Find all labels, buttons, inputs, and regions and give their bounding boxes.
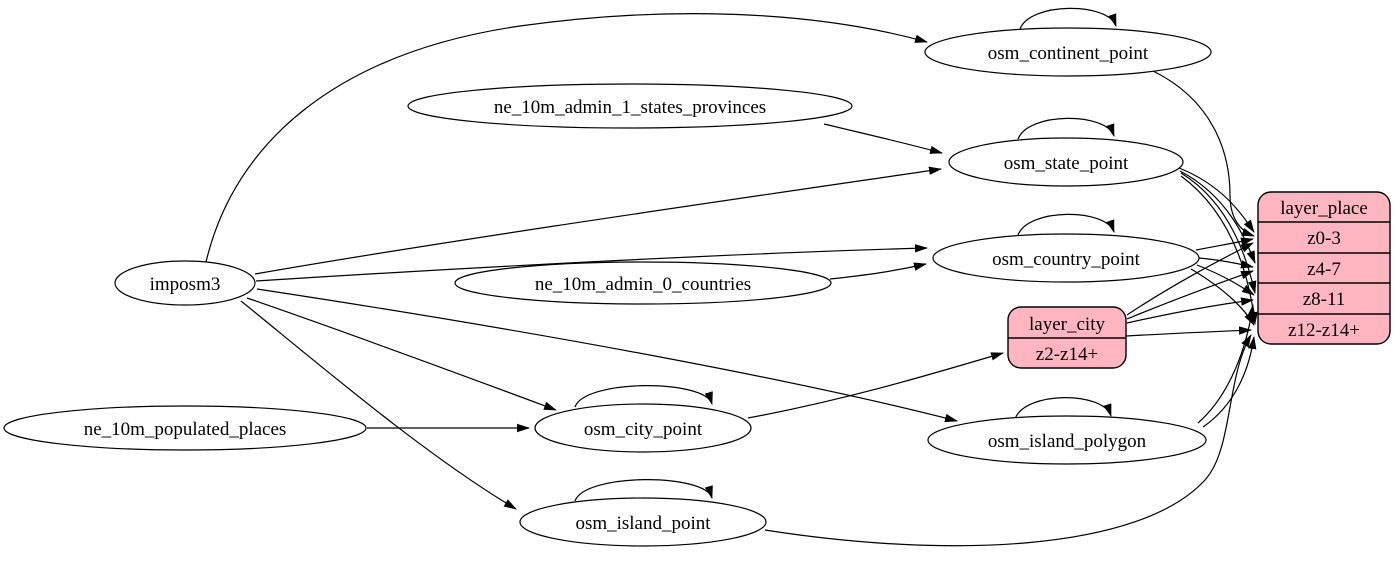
layer_city-row-z2-z14: z2-z14+ <box>1036 344 1098 365</box>
ne_10m_populated_places-label: ne_10m_populated_places <box>84 419 287 440</box>
ne_10m_admin_1_states_provinces-label: ne_10m_admin_1_states_provinces <box>494 97 766 118</box>
record-layer_city: layer_city z2-z14+ <box>1007 306 1127 369</box>
osm_country_point-label: osm_country_point <box>992 249 1140 270</box>
layer_city-title: layer_city <box>1029 314 1105 335</box>
record-layer_place: layer_place z0-3 z4-7 z8-11 z12-z14+ <box>1257 191 1391 345</box>
osm_city_point-ellipse <box>534 403 752 453</box>
edge-osm_state_point-to-layer_place-z8-11 <box>1180 172 1257 294</box>
node-osm_island_point: osm_island_point <box>519 497 767 547</box>
selfloop-osm_city_point <box>574 385 713 408</box>
selfloop-osm_island_polygon <box>1014 397 1112 420</box>
selfloop-osm_island_point <box>574 479 713 502</box>
edge-imposm3-to-osm_island_point <box>240 300 517 510</box>
edge-layer_city-to-layer_place-z4-7 <box>1126 270 1254 320</box>
edge-osm_island_point-to-layer_place-z12-z14 <box>764 334 1252 547</box>
osm_island_point-ellipse <box>519 497 767 547</box>
imposm3-ellipse <box>114 260 256 306</box>
node-osm_continent_point: osm_continent_point <box>924 27 1212 77</box>
osm_state_point-ellipse <box>948 137 1184 187</box>
edge-layer_city-to-layer_place-z0-3 <box>1126 242 1254 316</box>
selfloop-osm_state_point <box>1017 117 1115 140</box>
osm_island_polygon-ellipse <box>927 415 1207 465</box>
node-osm_country_point: osm_country_point <box>932 233 1200 283</box>
layer_place-row-z0-3: z0-3 <box>1307 228 1341 249</box>
node-osm_state_point: osm_state_point <box>948 137 1184 187</box>
edge-layer_city-to-layer_place-z8-11 <box>1126 297 1254 324</box>
osm_island_polygon-label: osm_island_polygon <box>988 431 1147 452</box>
edge-imposm3-to-osm_island_polygon <box>256 288 958 423</box>
edge-imposm3-to-osm_country_point <box>255 244 928 282</box>
ne_10m_admin_0_countries-ellipse <box>454 261 832 305</box>
osm_city_point-label: osm_city_point <box>584 419 703 440</box>
layer_place-row-z8-11: z8-11 <box>1303 289 1346 310</box>
edge-imposm3-to-osm_state_point <box>254 166 942 275</box>
selfloop-osm_continent_point <box>1019 7 1117 30</box>
node-ne_10m_populated_places: ne_10m_populated_places <box>3 405 367 451</box>
osm_continent_point-ellipse <box>924 27 1212 77</box>
edge-imposm3-to-osm_continent_point <box>205 13 928 263</box>
edge-osm_continent_point-to-layer_place-z0-3 <box>1152 70 1255 237</box>
osm_country_point-ellipse <box>932 233 1200 283</box>
edge-osm_country_point-to-layer_place-z8-11 <box>1196 264 1255 296</box>
edge-osm_city_point-to-layer_city-z2-z14 <box>747 352 1004 419</box>
node-ne_10m_admin_0_countries: ne_10m_admin_0_countries <box>454 261 832 305</box>
edge-ne_10m_admin_0_countries-to-osm_country_point <box>829 262 927 280</box>
ne_10m_populated_places-ellipse <box>3 405 367 451</box>
edge-layer_city-to-layer_place-z12-z14 <box>1125 326 1252 337</box>
node-osm_island_polygon: osm_island_polygon <box>927 415 1207 465</box>
edge-osm_country_point-to-layer_place-z12-z14 <box>1190 268 1255 326</box>
edge-osm_country_point-to-layer_place-z4-7 <box>1198 257 1254 269</box>
edge-osm_island_polygon-to-layer_place-z8-11 <box>1197 304 1256 424</box>
layer_place-row-z12-z14: z12-z14+ <box>1288 320 1360 341</box>
edge-ne_10m_admin_1_states_provinces-to-osm_state_point <box>823 123 943 154</box>
layer_place-box <box>1257 191 1391 345</box>
layer_place-title: layer_place <box>1280 198 1368 219</box>
ne_10m_admin_0_countries-label: ne_10m_admin_0_countries <box>535 274 751 295</box>
node-imposm3: imposm3 <box>114 260 256 306</box>
imposm3-label: imposm3 <box>150 274 221 295</box>
osm_state_point-label: osm_state_point <box>1004 153 1129 174</box>
osm_continent_point-label: osm_continent_point <box>988 43 1149 64</box>
edge-osm_state_point-to-layer_place-z4-7 <box>1179 170 1256 264</box>
edge-layer <box>205 7 1258 547</box>
ne_10m_admin_1_states_provinces-ellipse <box>407 83 853 129</box>
edge-osm_island_polygon-to-layer_place-z12-z14 <box>1202 336 1257 428</box>
node-osm_city_point: osm_city_point <box>534 403 752 453</box>
edge-osm_country_point-to-layer_place-z0-3 <box>1195 237 1254 251</box>
layer_place-row-z4-7: z4-7 <box>1307 259 1341 280</box>
edge-osm_state_point-to-layer_place-z0-3 <box>1178 167 1255 233</box>
node-ne_10m_admin_1_states_provinces: ne_10m_admin_1_states_provinces <box>407 83 853 129</box>
osm_island_point-label: osm_island_point <box>575 513 711 534</box>
selfloop-osm_country_point <box>1017 213 1115 236</box>
edge-imposm3-to-osm_city_point <box>246 297 557 411</box>
